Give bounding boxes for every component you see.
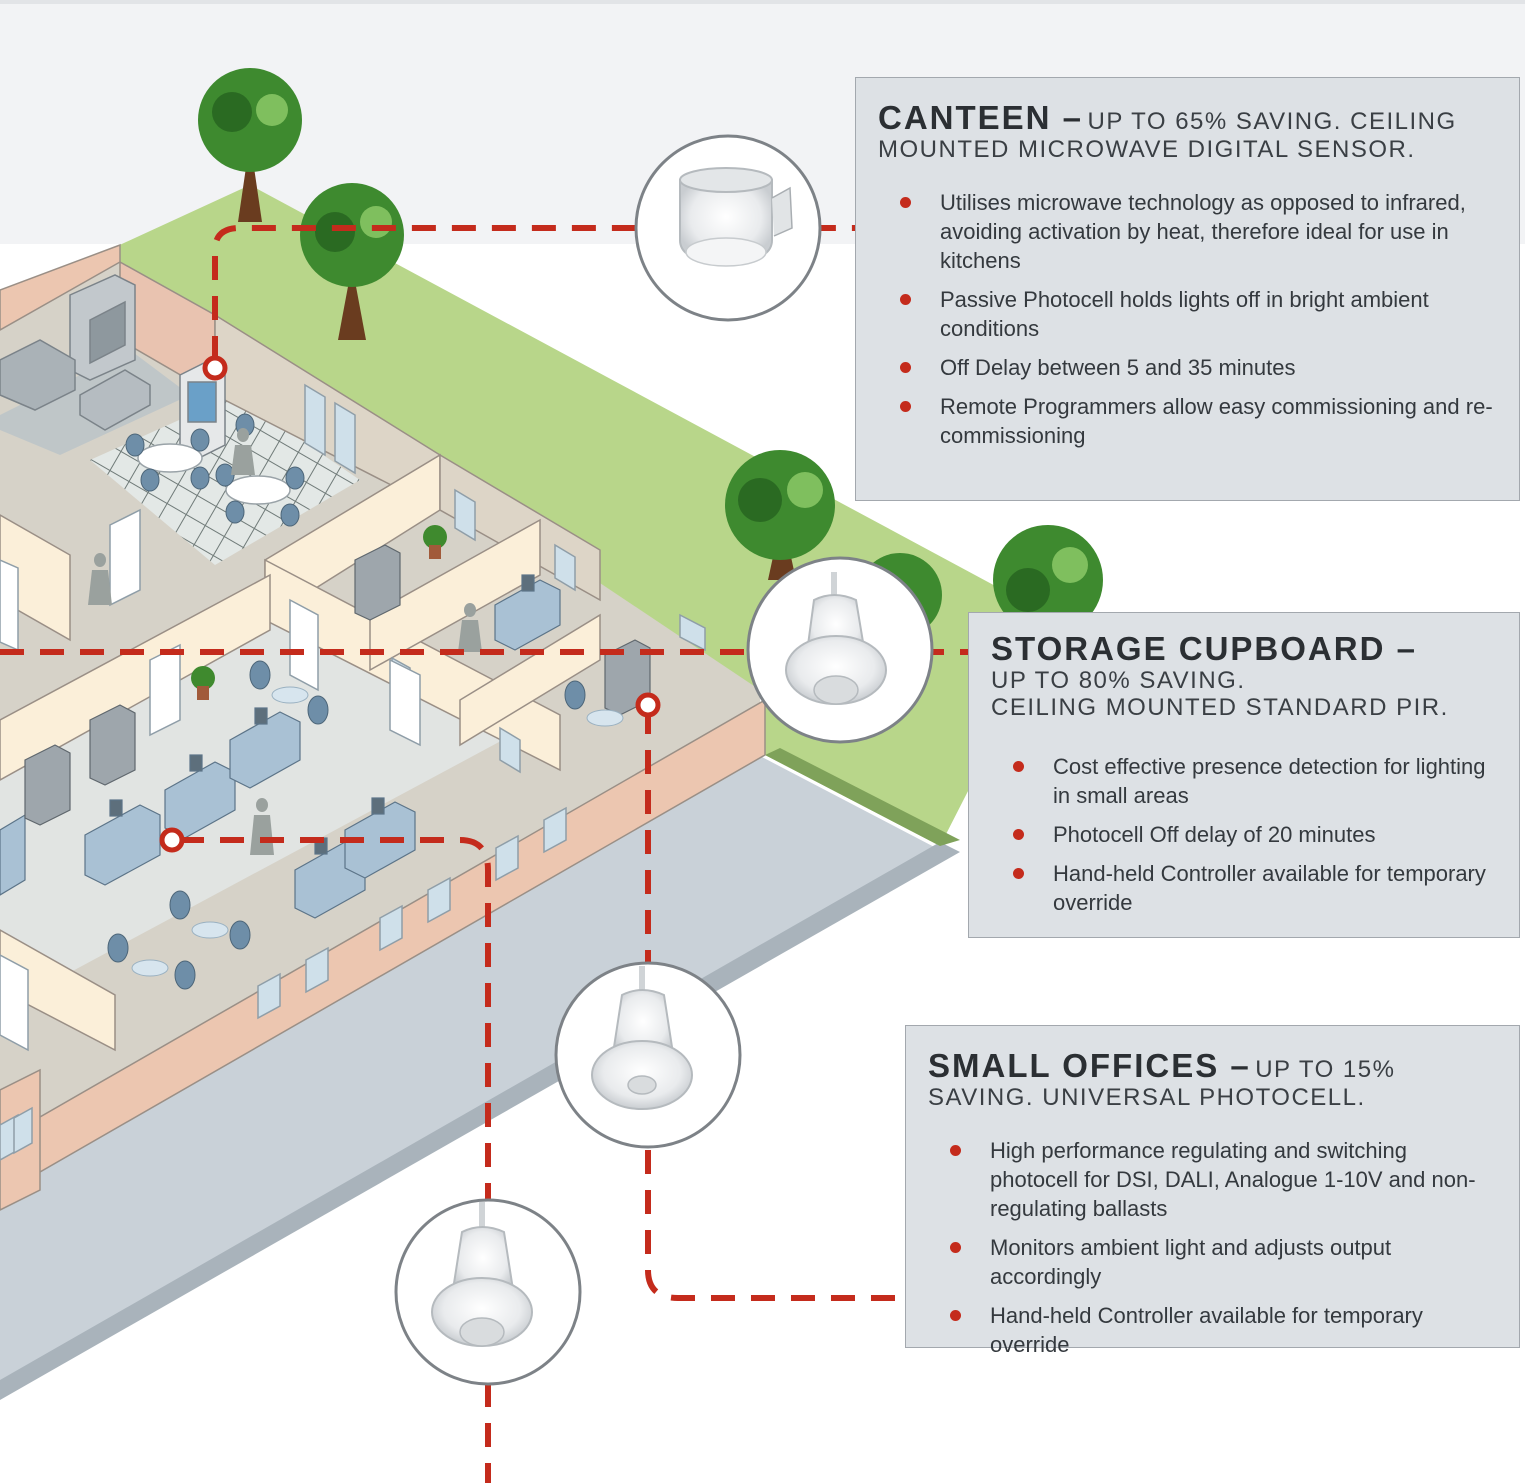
filing-cabinets bbox=[24, 544, 651, 826]
pavement-edge bbox=[0, 842, 960, 1400]
lounge-chairs bbox=[107, 660, 586, 990]
sensor-storage-pir bbox=[746, 556, 934, 744]
glass-tables bbox=[131, 686, 624, 977]
sensor-offices-photocell bbox=[554, 961, 742, 1149]
canteen-tables bbox=[125, 413, 305, 527]
list-item: Monitors ambient light and adjusts outpu… bbox=[928, 1233, 1497, 1291]
bullet-dot bbox=[1013, 760, 1024, 772]
top-border bbox=[0, 0, 1525, 4]
offices-heading: SMALL OFFICES – UP TO 15% SAVING. UNIVER… bbox=[928, 1047, 1497, 1112]
canteen-heading: CANTEEN – UP TO 65% SAVING. CEILING MOUN… bbox=[878, 99, 1497, 164]
bullet-dot bbox=[900, 361, 911, 373]
bullet-dot bbox=[1013, 867, 1024, 879]
canteen-info-panel: CANTEEN – UP TO 65% SAVING. CEILING MOUN… bbox=[855, 77, 1520, 501]
potted-plants bbox=[191, 525, 447, 700]
doors bbox=[0, 508, 421, 1052]
storage-heading: STORAGE CUPBOARD – UP TO 80% SAVING. CEI… bbox=[991, 630, 1497, 722]
grass-edge bbox=[765, 748, 960, 846]
bullet-dot bbox=[900, 293, 911, 305]
outer-windows bbox=[0, 806, 567, 1161]
list-item: High performance regulating and switchin… bbox=[928, 1136, 1497, 1223]
list-item: Hand-held Controller available for tempo… bbox=[928, 1301, 1497, 1359]
people bbox=[88, 428, 482, 855]
offices-bullet-list: High performance regulating and switchin… bbox=[928, 1136, 1497, 1359]
offices-subtitle: UP TO 15% SAVING. UNIVERSAL PHOTOCELL. bbox=[928, 1056, 1396, 1111]
offices-title: SMALL OFFICES – bbox=[928, 1047, 1251, 1084]
list-item: Passive Photocell holds lights off in br… bbox=[878, 285, 1497, 343]
bullet-dot bbox=[950, 1241, 961, 1253]
connector-offices bbox=[645, 710, 910, 1301]
list-item: Utilises microwave technology as opposed… bbox=[878, 188, 1497, 275]
connector-open-office bbox=[180, 837, 491, 1483]
outer-wall-left bbox=[0, 243, 121, 331]
storage-bullet-list: Cost effective presence detection for li… bbox=[991, 752, 1497, 917]
bullet-dot bbox=[900, 400, 911, 412]
sensor-location-markers bbox=[159, 355, 661, 853]
pavement bbox=[0, 756, 940, 1395]
storage-title: STORAGE CUPBOARD – bbox=[991, 630, 1417, 667]
list-item: Off Delay between 5 and 35 minutes bbox=[878, 353, 1497, 382]
storage-cupboard-info-panel: STORAGE CUPBOARD – UP TO 80% SAVING. CEI… bbox=[968, 612, 1520, 938]
canteen-title: CANTEEN – bbox=[878, 99, 1084, 136]
storage-subtitle-line1: UP TO 80% SAVING. bbox=[991, 666, 1246, 694]
kitchen-equipment bbox=[0, 274, 226, 461]
bullet-dot bbox=[900, 196, 911, 208]
list-item: Remote Programmers allow easy commission… bbox=[878, 392, 1497, 450]
list-item: Cost effective presence detection for li… bbox=[991, 752, 1497, 810]
canteen-subtitle: UP TO 65% SAVING. CEILING MOUNTED MICROW… bbox=[878, 108, 1457, 163]
small-offices-info-panel: SMALL OFFICES – UP TO 15% SAVING. UNIVER… bbox=[905, 1025, 1520, 1357]
sensor-canteen-microwave bbox=[634, 134, 822, 322]
wall-open-office-back bbox=[0, 573, 271, 781]
wall-left-2 bbox=[0, 929, 116, 1052]
list-item: Hand-held Controller available for tempo… bbox=[991, 859, 1497, 917]
wall-office-5 bbox=[459, 613, 601, 747]
storage-subtitle-line2: CEILING MOUNTED STANDARD PIR. bbox=[991, 693, 1449, 721]
bullet-dot bbox=[950, 1144, 961, 1156]
sensor-open-office-pir bbox=[394, 1198, 582, 1386]
bullet-dot bbox=[1013, 828, 1024, 840]
canteen-bullet-list: Utilises microwave technology as opposed… bbox=[878, 188, 1497, 450]
list-item: Photocell Off delay of 20 minutes bbox=[991, 820, 1497, 849]
bullet-dot bbox=[950, 1309, 961, 1321]
connector-canteen bbox=[212, 225, 870, 360]
